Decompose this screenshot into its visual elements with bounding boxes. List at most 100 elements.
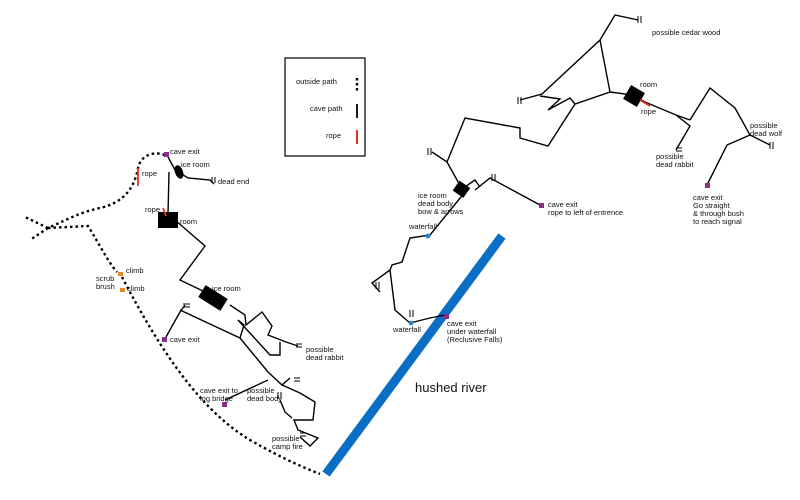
end-tick-west [427,148,432,155]
label-rope-2: rope [145,205,160,214]
scrub-brush-marker-2 [120,288,125,292]
room-west-marker [158,212,178,228]
end-tick-rabbit-east [676,147,682,152]
cave-path-top [166,154,215,185]
cave-exit-rope-marker [539,203,544,208]
cave-path-rabbit [675,114,691,151]
cave-path-cedar [519,14,639,101]
cave-path-mid-south [239,337,291,386]
label-waterfall-lower: waterfall [392,325,421,334]
label-possible-dead-wolf-2: dead wolf [750,129,783,138]
ice-room-top-marker [174,165,184,179]
legend-outside-path-label: outside path [296,77,337,86]
label-rope-east: rope [641,107,656,116]
end-tick-wolf [769,142,774,149]
cave-path-rope-exit [474,177,541,206]
cave-path-log-bridge [224,379,269,401]
label-cave-exit-log-bridge-1: cave exit to [200,386,238,395]
label-ice-room-mid: ice room [212,284,241,293]
waterfall-upper-marker [425,233,431,239]
end-ticks [183,16,774,437]
point-markers [118,152,710,407]
ice-room-mid-marker [198,285,228,311]
end-tick-ice [491,174,496,181]
label-rope-1: rope [142,169,157,178]
cave-path-north-loop [539,39,611,111]
west-outside-paths [24,152,321,476]
ropes [137,99,651,217]
cave-exit-signal-marker [705,183,710,188]
end-tick-waterfall [375,282,380,289]
label-possible-dead-wolf-1: possible [750,121,778,130]
cave-exit-waterfall-marker [444,314,449,319]
label-ice-room-east-2: dead body [418,199,453,208]
cave-path-exit-stub [165,304,186,338]
cave-path-room-down [174,219,206,293]
legend-cave-path-label: cave path [310,104,343,113]
label-climb-2: climb [127,284,145,293]
ice-room-east-marker [452,180,471,198]
cave-path-ice-room-east [229,304,299,347]
label-possible-dead-rabbit-east-1: possible [656,152,684,161]
east-labels: possible cedar wood room rope possible d… [392,28,783,344]
label-cave-exit-log-bridge-2: log bridge [200,394,233,403]
label-ice-room-east-3: bow & arrows [418,207,464,216]
label-cave-exit-signal-4: to reach signal [693,217,742,226]
river-label: hushed river [415,380,487,395]
outside-path-to-brush [47,224,118,273]
label-waterfall-upper: waterfall [408,222,437,231]
label-ice-room-east-1: ice room [418,191,447,200]
rope-east-room [639,99,651,107]
label-cave-exit-rope-2: rope to left of entrence [548,208,623,217]
label-cave-exit-signal-1: cave exit [693,193,724,202]
cave-exit-mid-marker [162,337,167,342]
label-cave-exit-mid: cave exit [170,335,201,344]
label-room-west: room [180,217,197,226]
label-cave-exit-signal-3: & through bush [693,209,744,218]
scrub-brush-marker-1 [118,272,123,276]
label-room-east: room [640,80,657,89]
cave-path-to-ice-room [446,161,481,191]
label-cave-exit-top: cave exit [170,147,201,156]
label-cave-exit-waterfall-2: under waterfall [447,327,497,336]
end-tick-north [517,97,522,104]
outside-path-west-b [29,227,49,241]
label-ice-room-top: ice room [181,160,210,169]
label-possible-dead-body-2: dead body [247,394,282,403]
cave-path-falls-exit [409,314,446,324]
label-cave-exit-signal-2: Go straight [693,201,731,210]
label-climb-1: climb [126,266,144,275]
label-possible-dead-rabbit-east-2: dead rabbit [656,160,694,169]
end-tick-falls [409,310,414,317]
end-tick-cedar [637,16,642,23]
cave-path-lower-waterfall [389,269,411,324]
end-tick-camp [300,432,306,437]
waterfall-lower-marker [408,320,414,326]
outside-path-west-a [24,215,49,230]
west-labels: cave exit ice room dead end rope rope ro… [96,147,344,451]
label-cave-exit-rope-1: cave exit [548,200,579,209]
rooms [158,85,645,311]
end-tick-body [294,377,300,382]
east-cave-paths [370,14,771,324]
river [322,233,506,477]
cave-exit-log-bridge-marker [222,402,227,407]
west-cave-paths [165,154,320,447]
cave-path-signal-exit [706,134,751,186]
label-cave-exit-waterfall-1: cave exit [447,319,478,328]
room-east-marker [623,85,645,107]
cave-path-west-branch [431,103,576,164]
end-tick-west-exit [183,303,190,308]
label-possible-camp-fire-1: possible [272,434,300,443]
cave-path-wolf [689,86,771,146]
legend-rope-label: rope [326,131,341,140]
end-tick-dead-end [211,177,216,183]
label-possible-cedar-wood: possible cedar wood [652,28,720,37]
label-scrub-brush-1: scrub [96,274,114,283]
label-possible-dead-rabbit-west-2: dead rabbit [306,353,344,362]
cave-exit-top-marker [164,152,169,157]
label-dead-end: dead end [218,177,249,186]
cave-path-body-link [279,399,293,419]
